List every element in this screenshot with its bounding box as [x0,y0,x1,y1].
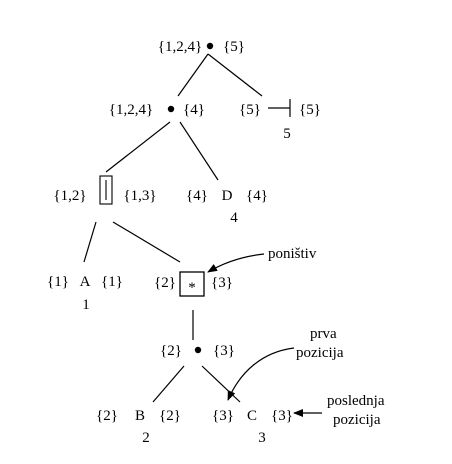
a-lastpos: {1} [101,274,123,290]
d-lastpos: {4} [246,188,268,204]
a-firstpos: {1} [47,274,69,290]
b-symbol: B [135,408,145,424]
d-symbol: D [222,188,233,204]
firstpos-label-line1: prva [310,326,337,342]
leaf-b: {2} B {2} 2 [96,408,181,446]
c-position-number: 3 [258,430,266,446]
edge-or-to-a [83,221,97,263]
concat-upper-lastpos: {4} [183,102,205,118]
nullable-label: poništiv [268,246,317,262]
edge-concat-to-d [179,121,219,181]
lastpos-label-line1: poslednja [327,393,385,409]
nullable-arrow-icon [207,253,265,273]
firstpos-arrow-icon [227,347,295,401]
a-position-number: 1 [82,297,90,313]
root-firstpos: {1,2,4} [158,39,202,55]
concat-dot-icon [167,105,175,113]
or-lastpos: {1,3} [123,188,156,204]
end-lastpos: {5} [299,102,321,118]
root-lastpos: {5} [223,39,245,55]
lastpos-label-line2: pozicija [333,412,381,428]
edge-root-to-end [207,53,263,97]
star-operator-box [179,271,205,297]
c-lastpos: {3} [271,408,293,424]
edge-root-to-concat [177,53,209,97]
node-concat-lower: {2} {3} [160,343,235,359]
tree-edges [83,53,291,403]
b-lastpos: {2} [159,408,181,424]
leaf-a: {1} A {1} 1 [47,274,123,313]
concat-upper-firstpos: {1,2,4} [109,102,153,118]
concat-dot-icon [206,42,214,50]
b-firstpos: {2} [96,408,118,424]
edge-or-to-star [112,221,181,263]
end-firstpos: {5} [239,102,261,118]
star-lastpos: {3} [211,275,233,291]
c-firstpos: {3} [212,408,234,424]
end-position-number: 5 [283,126,291,142]
annotation-nullable: poništiv [207,246,317,273]
d-firstpos: {4} [186,188,208,204]
annotation-lastpos: poslednja pozicija [293,393,385,428]
node-star: {2} * {3} [154,271,233,297]
edge-concat-to-or [105,121,171,173]
star-symbol: * [188,280,196,296]
node-end-marker: {5} {5} 5 [239,102,321,142]
firstpos-label-line2: pozicija [296,345,344,361]
d-position-number: 4 [230,210,238,226]
node-root: {1,2,4} {5} [158,39,245,55]
star-firstpos: {2} [154,275,176,291]
c-symbol: C [247,408,257,424]
node-concat-upper: {1,2,4} {4} [109,102,205,118]
node-or: {1,2} {1,3} [53,175,157,205]
edge-concat-to-c [201,365,241,403]
leaf-c: {3} C {3} 3 [212,408,293,446]
leaf-d: {4} D {4} 4 [186,188,268,226]
concat-dot-icon [194,346,202,354]
edge-concat-to-b [152,365,185,403]
annotation-firstpos: prva pozicija [227,326,344,401]
b-position-number: 2 [142,430,150,446]
concat-lower-firstpos: {2} [160,343,182,359]
concat-lower-lastpos: {3} [213,343,235,359]
a-symbol: A [80,274,91,290]
or-firstpos: {1,2} [53,188,86,204]
